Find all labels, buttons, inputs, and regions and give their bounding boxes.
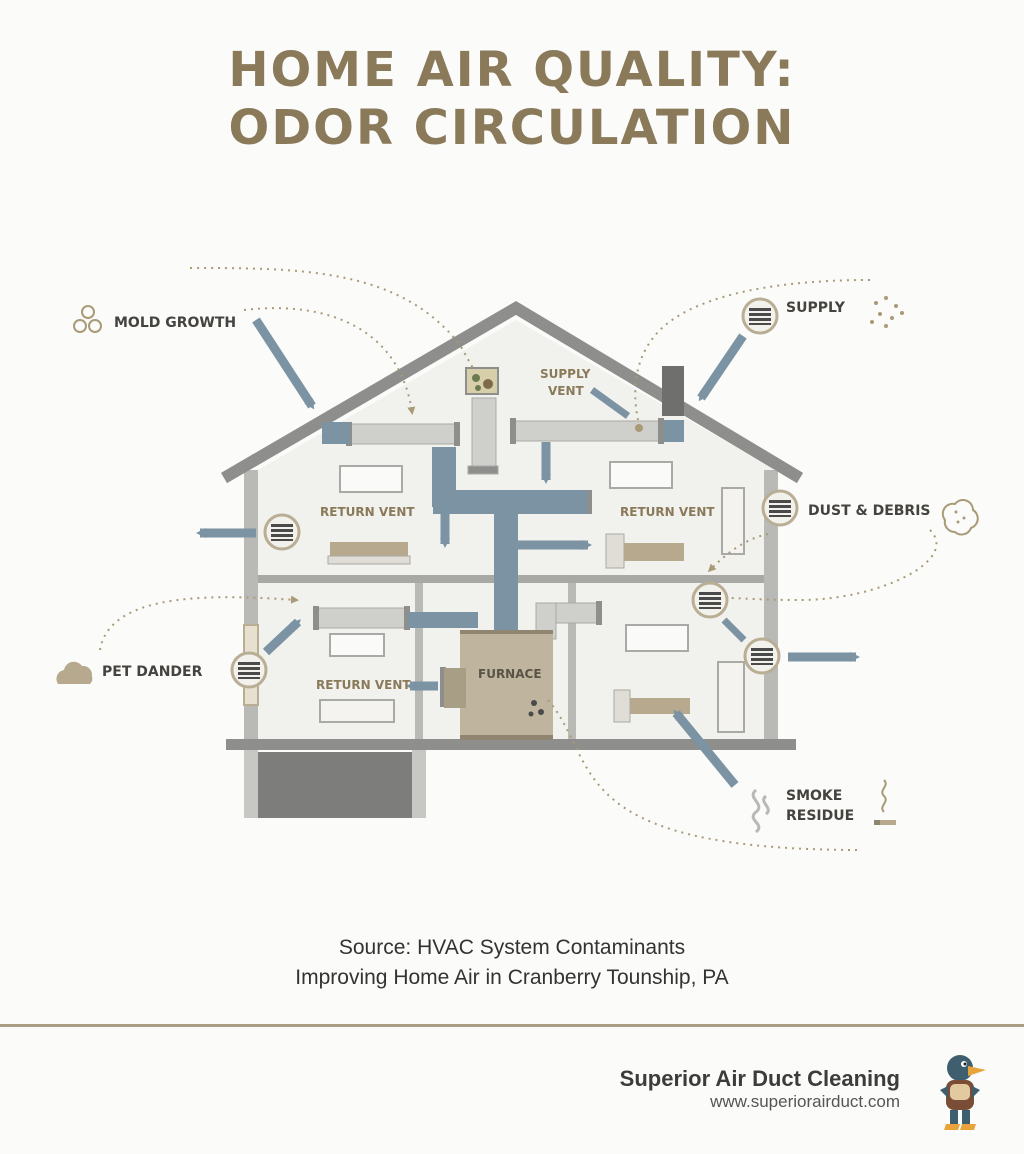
label-mold-growth: MOLD GROWTH (114, 315, 236, 331)
dust-cloud-icon (941, 499, 979, 536)
mascot-logo (940, 1055, 986, 1130)
roof (220, 301, 804, 484)
chimney (662, 366, 684, 416)
brand-url[interactable]: www.superiorairduct.com (710, 1092, 900, 1111)
vent-grille-icon (741, 297, 779, 335)
furnace (444, 630, 553, 740)
footer-divider (0, 1024, 1024, 1027)
main-trunk-duct (322, 420, 684, 630)
dust-particles-icon (870, 296, 904, 328)
odor-paths (99, 267, 938, 851)
label-smoke-line-1: SMOKE (786, 788, 842, 804)
label-return-vent-lower-left: RETURN VENT (316, 678, 411, 692)
attic-mold-vent-icon (465, 367, 499, 395)
pet-dander-icon (56, 661, 93, 684)
label-smoke-line-2: RESIDUE (786, 808, 854, 824)
vent-grille-icon (691, 581, 729, 619)
label-dust-debris: DUST & DEBRIS (808, 503, 931, 519)
vent-grille-icon (743, 637, 781, 675)
title-line-2: ODOR CIRCULATION (228, 100, 796, 156)
label-supply: SUPPLY (786, 300, 846, 316)
label-furnace: FURNACE (478, 667, 542, 681)
floor-slab (226, 739, 796, 750)
airflow-connectors (589, 387, 747, 643)
label-supply-vent-line-2: VENT (548, 384, 585, 398)
source-line-2: Improving Home Air in Cranberry Tounship… (295, 966, 729, 989)
title-line-1: HOME AIR QUALITY: (228, 42, 796, 98)
source-line-1: Source: HVAC System Contaminants (338, 936, 686, 959)
label-return-vent-upper-right: RETURN VENT (620, 505, 715, 519)
label-pet-dander: PET DANDER (102, 664, 203, 680)
smoke-icon (751, 788, 770, 834)
vent-grille-icon (761, 489, 799, 527)
brand-name: Superior Air Duct Cleaning (619, 1066, 900, 1091)
basement (258, 752, 412, 818)
label-supply-vent-line-1: SUPPLY (540, 367, 591, 381)
label-return-vent-upper-left: RETURN VENT (320, 505, 415, 519)
vent-grille-icon (263, 513, 301, 551)
vent-grille-icon (230, 651, 268, 689)
airflow-arrows (196, 317, 860, 788)
mold-icon (73, 305, 102, 333)
cigarette-icon (874, 779, 896, 825)
